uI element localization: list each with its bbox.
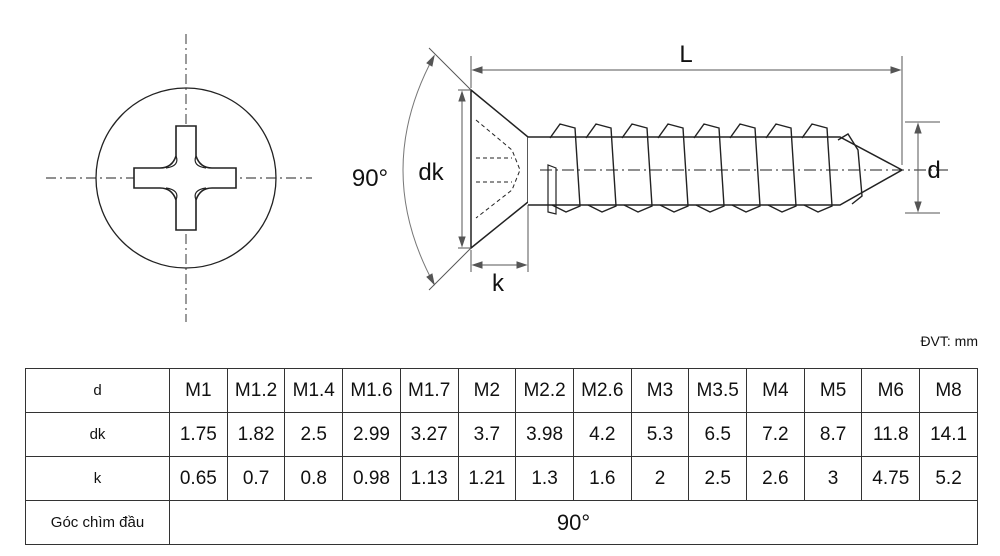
- table-cell: 1.75: [169, 412, 228, 457]
- table-cell: 1.13: [399, 456, 459, 501]
- table-cell: M2.6: [572, 368, 632, 413]
- head-diameter-label: dk: [418, 159, 444, 186]
- table-cell: 2.99: [342, 412, 401, 457]
- table-cell: 3.27: [399, 412, 459, 457]
- countersink-angle-value: 90°: [169, 500, 978, 545]
- table-cell: 1.21: [457, 456, 517, 501]
- screw-technical-drawing: L d dk k 90°: [46, 34, 952, 322]
- table-cell: 5.2: [919, 456, 978, 501]
- dimension-lines: [402, 47, 940, 291]
- table-cell: 1.82: [226, 412, 286, 457]
- table-cell: M1.4: [284, 368, 344, 413]
- diameter-label: d: [927, 157, 940, 184]
- table-cell: M5: [803, 368, 863, 413]
- table-cell: 2.6: [746, 456, 805, 501]
- table-cell: 3: [803, 456, 863, 501]
- table-cell: M1.7: [399, 368, 459, 413]
- table-cell: M3: [630, 368, 690, 413]
- table-cell: 8.7: [803, 412, 863, 457]
- table-cell: 2.5: [284, 412, 344, 457]
- table-cell: 11.8: [861, 412, 921, 457]
- table-cell: M3.5: [688, 368, 748, 413]
- table-cell: 4.2: [572, 412, 632, 457]
- screw-side-view: [470, 88, 952, 250]
- countersink-angle-label: 90°: [352, 165, 388, 192]
- table-cell: 2.5: [688, 456, 748, 501]
- row-header: dk: [25, 412, 170, 457]
- phillips-cross-recess: [133, 125, 237, 231]
- table-cell: 0.98: [342, 456, 401, 501]
- table-cell: 7.2: [746, 412, 805, 457]
- table-cell: 3.98: [515, 412, 574, 457]
- row-header: d: [25, 368, 170, 413]
- table-cell: M8: [919, 368, 978, 413]
- length-label: L: [679, 41, 692, 68]
- table-cell: 14.1: [919, 412, 978, 457]
- table-cell: 5.3: [630, 412, 690, 457]
- table-cell: 0.8: [284, 456, 344, 501]
- table-cell: 1.3: [515, 456, 574, 501]
- table-cell: 4.75: [861, 456, 921, 501]
- table-cell: 0.7: [226, 456, 286, 501]
- row-header: Góc chìm đầu: [25, 500, 170, 545]
- screw-head-top-view: [46, 34, 312, 322]
- table-cell: M1.2: [226, 368, 286, 413]
- table-cell: 0.65: [169, 456, 228, 501]
- head-height-label: k: [492, 270, 505, 297]
- thread-crests: [549, 123, 863, 213]
- table-cell: M1: [169, 368, 228, 413]
- table-cell: M1.6: [342, 368, 401, 413]
- table-cell: M2: [457, 368, 517, 413]
- row-header: k: [25, 456, 170, 501]
- table-cell: 3.7: [457, 412, 517, 457]
- table-cell: 6.5: [688, 412, 748, 457]
- table-cell: 1.6: [572, 456, 632, 501]
- unit-note: ĐVT: mm: [920, 333, 978, 349]
- table-cell: 2: [630, 456, 690, 501]
- table-cell: M6: [861, 368, 921, 413]
- table-cell: M4: [746, 368, 805, 413]
- table-cell: M2.2: [515, 368, 574, 413]
